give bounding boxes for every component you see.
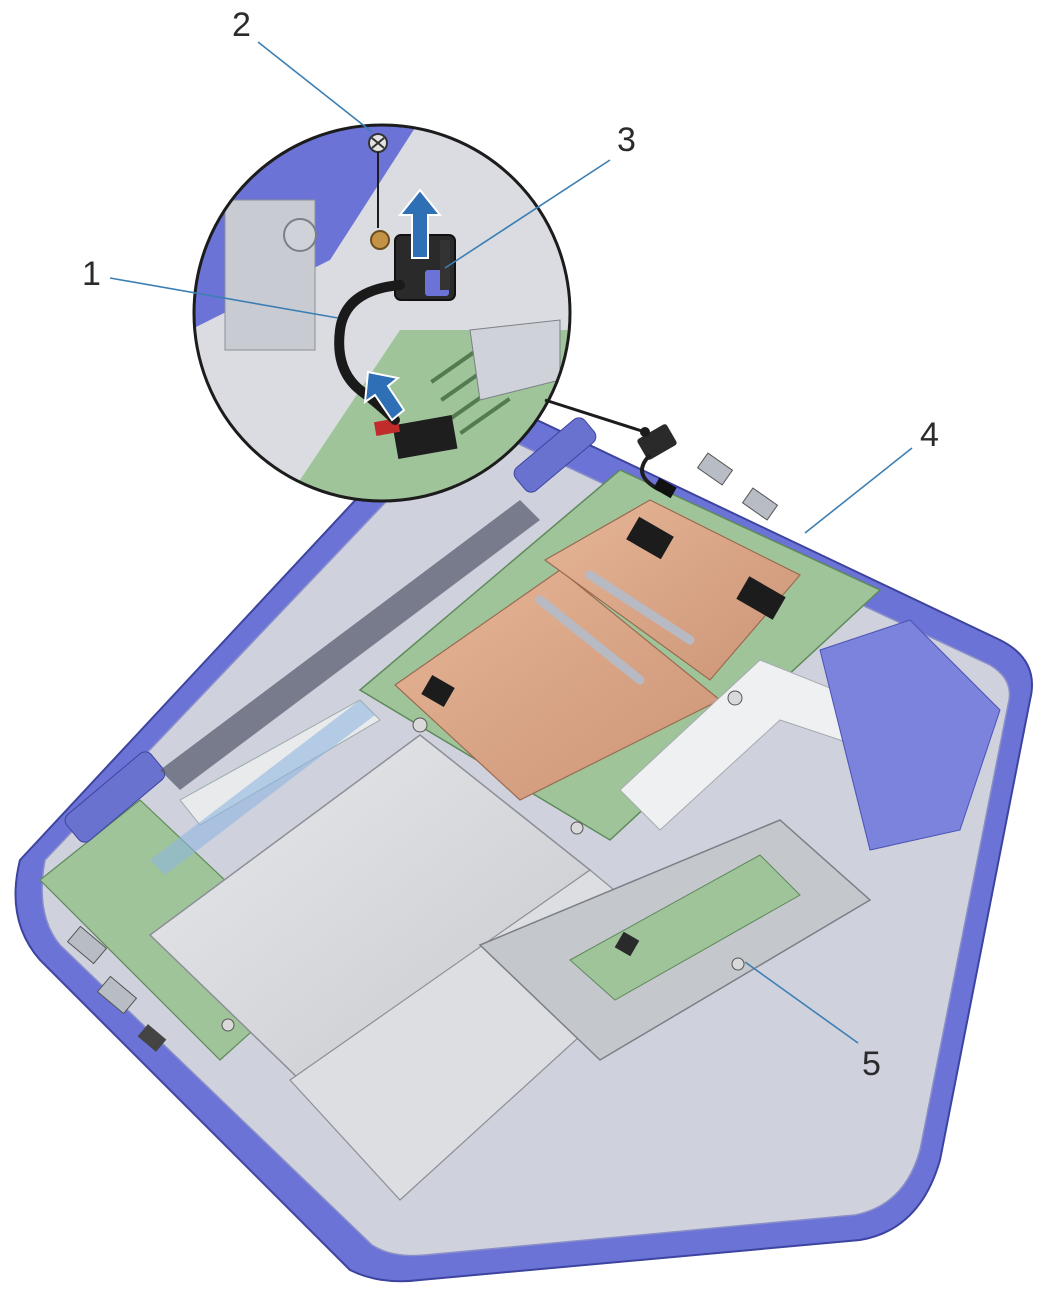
dc-in-port-installed — [637, 424, 677, 499]
screw-base-4 — [221, 1018, 235, 1032]
callout-2: 2 — [232, 6, 251, 44]
screw-base-3 — [570, 821, 584, 835]
callout-3: 3 — [617, 121, 636, 159]
leader-3 — [444, 159, 611, 269]
hinge-right — [513, 417, 597, 493]
leader-5 — [744, 961, 859, 1044]
callout-4: 4 — [920, 416, 939, 454]
lift-arrow-icon — [397, 188, 443, 259]
disconnect-arrow-icon — [363, 370, 406, 422]
audio-port — [137, 1024, 167, 1052]
touchpad-board — [569, 854, 801, 1001]
heatsink-bar-1 — [535, 595, 645, 685]
chip-3 — [421, 674, 455, 708]
callout-5: 5 — [862, 1045, 881, 1083]
chip-1 — [626, 516, 674, 560]
heatsink-bar-2 — [585, 570, 695, 645]
usb-port-right — [696, 452, 734, 486]
screw-icon — [368, 133, 388, 228]
touchpad-chip — [614, 931, 640, 957]
screw-base-1 — [412, 717, 428, 733]
zoom-pointer-line — [544, 398, 646, 434]
io-ribbon-cable — [150, 700, 375, 875]
leader-2 — [257, 41, 373, 133]
palmrest-right — [819, 619, 1001, 851]
screw-base-5 — [731, 957, 745, 971]
zoom-detail — [192, 123, 572, 503]
usb-port-left — [66, 925, 108, 965]
screw-base-2 — [727, 690, 743, 706]
usb-port-right-2 — [741, 487, 779, 521]
chip-2 — [736, 576, 786, 620]
speaker-rail — [160, 500, 540, 790]
dc-in-cable-zoom — [334, 280, 405, 425]
leader-1 — [109, 277, 339, 319]
usb-port-left-2 — [96, 975, 138, 1015]
zoom-pointer-dot — [640, 427, 650, 437]
leader-4 — [804, 447, 913, 534]
hinge-left — [64, 751, 166, 843]
callout-1: 1 — [82, 255, 101, 293]
laptop-base — [14, 406, 1033, 1283]
heat-shield-2 — [543, 499, 801, 681]
zoom-circle-border — [192, 123, 572, 503]
